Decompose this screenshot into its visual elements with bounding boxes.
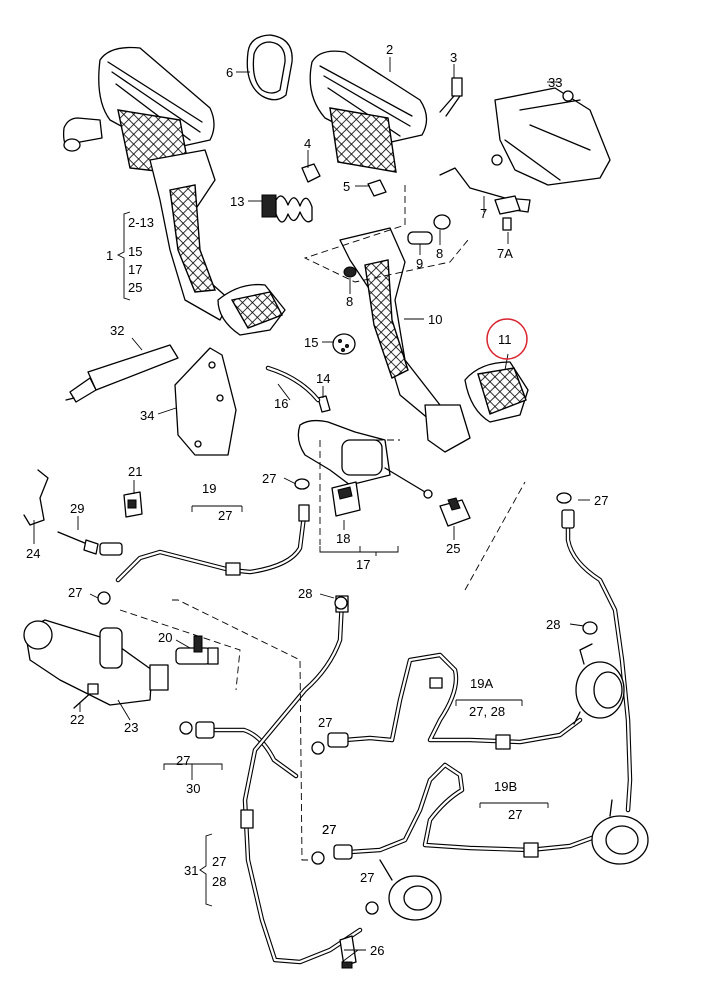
label-31: 31	[184, 863, 198, 878]
highlight-circle-11[interactable]	[486, 318, 528, 360]
label-7A: 7A	[497, 246, 513, 261]
label-19B-sub: 27	[508, 807, 522, 822]
bolt-3	[439, 77, 463, 117]
pipe-30	[195, 721, 299, 779]
label-15a: 15	[128, 244, 142, 259]
slave-cylinder-23	[23, 619, 169, 706]
clip-21	[123, 491, 143, 518]
label-25a: 25	[128, 280, 142, 295]
cap-15	[332, 333, 356, 355]
label-19A: 19A	[470, 676, 493, 691]
part-labels: 1 2-13 15 17 25 2 3 4 5 6 7 7A 8 8 9 10 …	[26, 42, 608, 958]
label-30: 30	[186, 781, 200, 796]
heat-shield-34	[174, 347, 237, 456]
label-27d: 27	[318, 715, 332, 730]
label-27c: 27	[68, 585, 82, 600]
label-19-27: 27	[218, 508, 232, 523]
label-27a: 27	[262, 471, 276, 486]
label-5: 5	[343, 179, 350, 194]
spring-13	[261, 194, 313, 223]
label-19: 19	[202, 481, 216, 496]
gasket-6	[246, 34, 293, 101]
label-13: 13	[230, 194, 244, 209]
label-8a: 8	[436, 246, 443, 261]
bolt-22	[73, 683, 99, 709]
pipe-19	[99, 504, 310, 583]
label-17a: 17	[128, 262, 142, 277]
label-33: 33	[548, 75, 562, 90]
bracket-groups	[116, 211, 549, 907]
label-19A-sub: 27, 28	[469, 704, 505, 719]
label-31-28: 28	[212, 874, 226, 889]
label-3: 3	[450, 50, 457, 65]
nut-4-5	[301, 163, 387, 197]
switch-18	[331, 481, 361, 517]
label-2-13: 2-13	[128, 215, 154, 230]
pedal-pad-11	[464, 361, 529, 423]
connector-25	[439, 497, 471, 527]
label-34: 34	[140, 408, 154, 423]
bracket-33	[491, 87, 611, 186]
switch-7	[439, 167, 531, 231]
label-21: 21	[128, 464, 142, 479]
actuator-lower-mid	[379, 859, 442, 921]
grease-tube-32	[65, 344, 179, 403]
label-27b: 27	[594, 493, 608, 508]
label-1: 1	[106, 248, 113, 263]
pedal-lever-10	[339, 227, 471, 453]
hose-16	[265, 365, 321, 403]
label-27f: 27	[360, 870, 374, 885]
pipe-right	[561, 509, 633, 813]
master-cylinder-17	[297, 395, 433, 499]
label-9: 9	[416, 256, 423, 271]
label-28a: 28	[298, 586, 312, 601]
label-2: 2	[386, 42, 393, 57]
label-18: 18	[336, 531, 350, 546]
leader-lines	[33, 57, 590, 963]
label-32: 32	[110, 323, 124, 338]
label-27e: 27	[322, 822, 336, 837]
label-11: 11	[498, 332, 512, 347]
pipe-19B	[333, 762, 603, 860]
label-25: 25	[446, 541, 460, 556]
label-31-27: 27	[212, 854, 226, 869]
bushings-8-9	[343, 214, 451, 278]
pipe-19A	[327, 652, 583, 750]
valve-20	[175, 635, 219, 665]
label-26: 26	[370, 943, 384, 958]
label-8b: 8	[346, 294, 353, 309]
label-17: 17	[356, 557, 370, 572]
label-15: 15	[304, 335, 318, 350]
o-rings	[97, 478, 598, 915]
label-23: 23	[124, 720, 138, 735]
label-10: 10	[428, 312, 442, 327]
bolt-29	[57, 531, 99, 555]
label-20: 20	[158, 630, 172, 645]
hose-31	[240, 595, 363, 965]
bleeder-26	[339, 935, 357, 969]
label-28b: 28	[546, 617, 560, 632]
actuator-upper	[573, 643, 625, 725]
label-7: 7	[480, 206, 487, 221]
label-6: 6	[226, 65, 233, 80]
label-22: 22	[70, 712, 84, 727]
label-29: 29	[70, 501, 84, 516]
label-14: 14	[316, 371, 330, 386]
dashed-group-lines	[119, 185, 526, 861]
label-16: 16	[274, 396, 288, 411]
bracket-24	[23, 469, 49, 526]
label-30-27: 27	[176, 753, 190, 768]
label-27g: 27	[322, 822, 336, 837]
pedal-bracket-2	[309, 50, 428, 173]
actuator-lower-right	[591, 799, 649, 865]
label-24: 24	[26, 546, 40, 561]
pedal-assembly-left	[62, 46, 286, 336]
label-4: 4	[304, 136, 311, 151]
label-19B: 19B	[494, 779, 517, 794]
